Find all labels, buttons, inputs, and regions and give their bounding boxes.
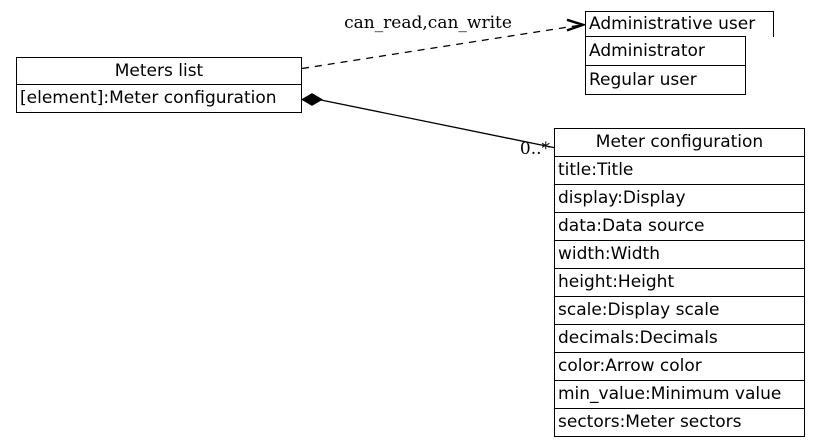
attribute-row: sectors:Meter sectors: [558, 412, 742, 432]
attribute-row: display:Display: [555, 185, 804, 213]
attribute-row: color:Arrow color: [555, 353, 804, 381]
node-title-meter-configuration: Meter configuration: [555, 129, 804, 157]
edge-label-multiplicity: 0..*: [519, 139, 550, 159]
composition-edge-line: [320, 99, 557, 149]
attribute-row: data:Data source: [555, 213, 804, 241]
attribute-row: width:Width: [555, 241, 804, 269]
node-title-meters-list: Meters list: [17, 58, 301, 85]
attribute-row: title:Title: [555, 157, 804, 185]
edge-label-permission: can_read,can_write: [344, 13, 512, 33]
attribute-row: min_value:Minimum value: [555, 381, 804, 409]
attribute-row: [element]:Meter configuration: [20, 88, 277, 108]
node-administrative-user: Administrator Regular user: [585, 36, 746, 95]
attribute-row: scale:Display scale: [555, 297, 804, 325]
node-meters-list: Meters list [element]:Meter configuratio…: [16, 57, 302, 113]
node-meter-configuration: Meter configuration title:Title display:…: [554, 128, 805, 437]
attribute-row: decimals:Decimals: [555, 325, 804, 353]
diamond-icon: [301, 93, 323, 106]
node-title-administrative-user: Administrative user: [585, 11, 774, 37]
attribute-row: Regular user: [589, 70, 697, 90]
vee-arrowhead-icon: [566, 18, 587, 32]
attribute-row: Administrator: [586, 37, 745, 66]
attribute-row: height:Height: [555, 269, 804, 297]
